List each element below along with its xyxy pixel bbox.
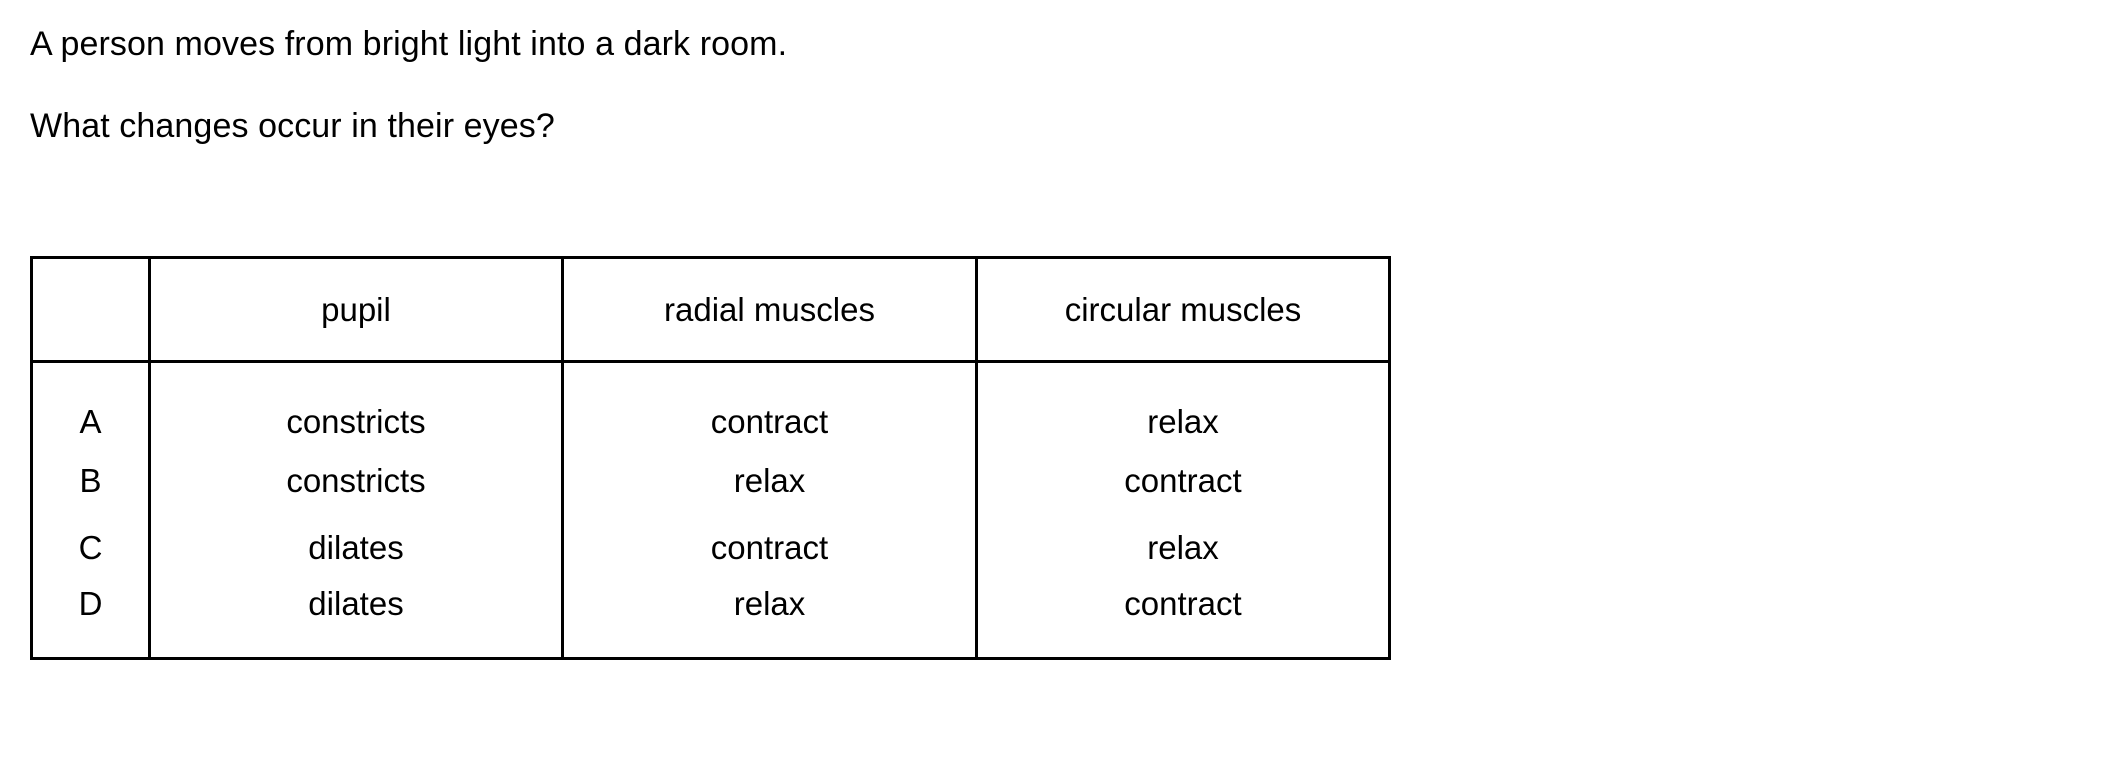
option-a-pupil: constricts (148, 361, 563, 447)
option-c-circular: relax (975, 514, 1390, 581)
header-radial-muscles: radial muscles (561, 257, 977, 363)
table-row[interactable]: C dilates contract relax (32, 514, 1390, 581)
option-d-radial: relax (561, 581, 977, 659)
option-a-circular: relax (975, 361, 1390, 447)
table-header: pupil radial muscles circular muscles (31, 257, 1390, 363)
answer-options-table: pupil radial muscles circular muscles A … (30, 256, 1391, 660)
option-b-radial: relax (561, 447, 977, 514)
option-key-b[interactable]: B (79, 461, 102, 499)
header-pupil: pupil (148, 257, 563, 363)
answer-options-table-container: pupil radial muscles circular muscles A … (30, 256, 1391, 660)
question-prompt: What changes occur in their eyes? (30, 107, 555, 145)
option-d-circular: contract (975, 581, 1390, 659)
option-d-pupil: dilates (148, 581, 563, 659)
option-key-d[interactable]: D (78, 585, 103, 622)
option-c-radial: contract (561, 514, 977, 581)
header-row: pupil radial muscles circular muscles (31, 257, 1390, 363)
table-body: A constricts contract relax B constricts… (32, 361, 1390, 659)
table-row[interactable]: D dilates relax contract (32, 581, 1390, 659)
table-row[interactable]: B constricts relax contract (32, 447, 1390, 514)
option-b-pupil: constricts (148, 447, 563, 514)
option-key-a[interactable]: A (79, 403, 102, 440)
question-stem-line-1: A person moves from bright light into a … (30, 25, 788, 63)
header-circular-muscles: circular muscles (975, 257, 1390, 363)
table-row[interactable]: A constricts contract relax (32, 361, 1390, 447)
option-key-c[interactable]: C (78, 528, 103, 566)
option-a-radial: contract (561, 361, 977, 447)
header-option-key (31, 257, 150, 363)
option-b-circular: contract (975, 447, 1390, 514)
option-c-pupil: dilates (148, 514, 563, 581)
